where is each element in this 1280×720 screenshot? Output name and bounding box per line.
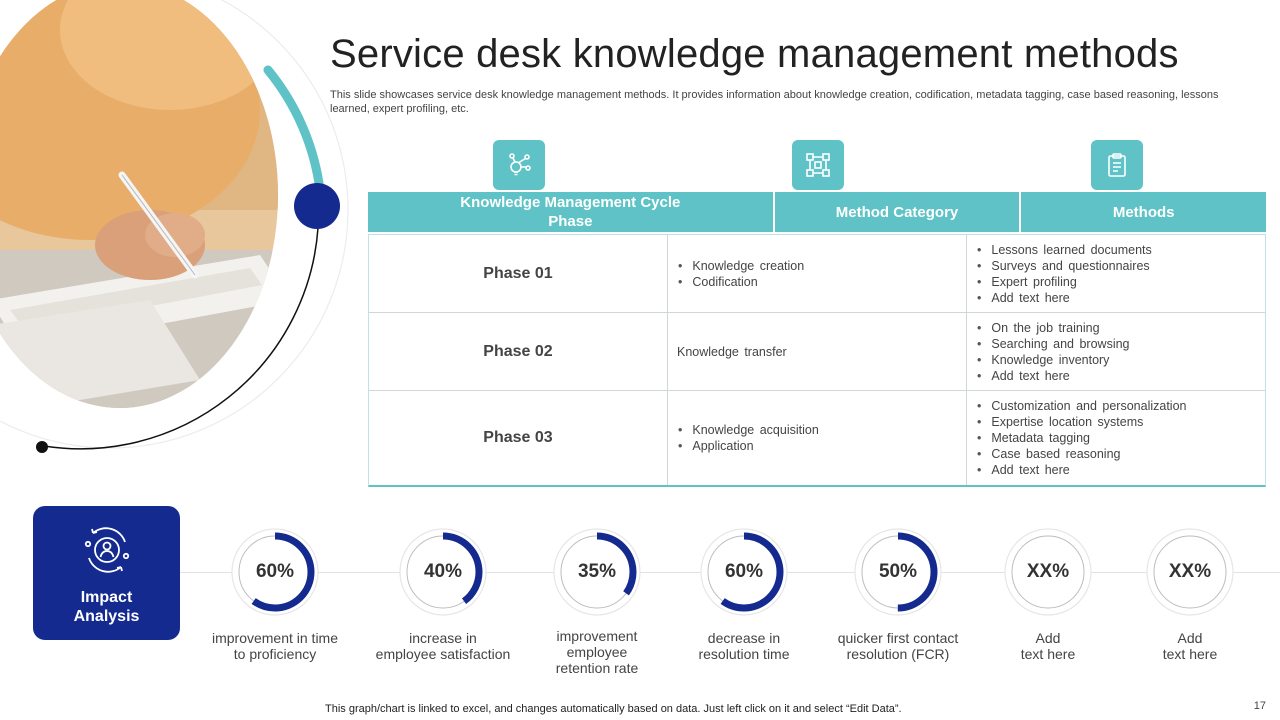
progress-ring: 60%: [700, 528, 788, 616]
metric-value: 40%: [423, 561, 463, 582]
list-item: Add text here: [977, 462, 1186, 478]
list-item: Knowledge inventory: [977, 352, 1130, 368]
category-cell: Knowledge creation Codification: [668, 235, 967, 312]
metric-value: 50%: [878, 561, 918, 582]
caption-line: to proficiency: [233, 646, 317, 662]
progress-ring: 60%: [231, 528, 319, 616]
metric-value: XX%: [1168, 561, 1212, 582]
list-item: Metadata tagging: [977, 430, 1186, 446]
caption-line: resolution time: [698, 646, 790, 662]
list-item: Add text here: [977, 368, 1130, 384]
clipboard-icon: [1091, 140, 1143, 190]
caption-line: employee: [566, 644, 628, 660]
footer-note: This graph/chart is linked to excel, and…: [325, 703, 902, 715]
caption-line: improvement in time: [211, 630, 339, 646]
list-item: Customization and personalization: [977, 398, 1186, 414]
category-cell: Knowledge acquisition Application: [668, 391, 967, 485]
caption-line: quicker first contact: [837, 630, 959, 646]
list-item: Expertise location systems: [977, 414, 1186, 430]
table-row: Phase 02 Knowledge transfer On the job t…: [369, 313, 1265, 391]
table-row: Phase 03 Knowledge acquisition Applicati…: [369, 391, 1265, 485]
caption-line: increase in: [409, 630, 477, 646]
header-cycle-phase: Knowledge Management Cycle Phase: [368, 192, 775, 232]
caption-line: text here: [1162, 646, 1218, 662]
lightbulb-network-icon: [493, 140, 545, 190]
category-cell: Knowledge transfer: [668, 313, 967, 390]
progress-ring: XX%: [1146, 528, 1234, 616]
methods-cell: On the job training Searching and browsi…: [967, 313, 1265, 390]
list-item: Lessons learned documents: [977, 242, 1151, 258]
table-header: Knowledge Management Cycle Phase Method …: [368, 192, 1266, 232]
list-item: Knowledge acquisition: [678, 422, 818, 438]
framework-icon: [792, 140, 844, 190]
page-subtitle: This slide showcases service desk knowle…: [330, 89, 1219, 115]
metric-value: 60%: [255, 561, 295, 582]
metric-value: XX%: [1026, 561, 1070, 582]
header-methods: Methods: [1112, 203, 1175, 221]
methods-cell: Lessons learned documents Surveys and qu…: [967, 235, 1265, 312]
progress-ring: 35%: [553, 528, 641, 616]
list-item: Case based reasoning: [977, 446, 1186, 462]
progress-arc: [235, 532, 315, 612]
metric-value: 60%: [724, 561, 764, 582]
list-item: Expert profiling: [977, 274, 1152, 290]
caption-line: Add: [1177, 630, 1203, 646]
progress-ring: XX%: [1004, 528, 1092, 616]
caption-line: improvement: [556, 628, 638, 644]
phase-cell: Phase 03: [369, 391, 668, 485]
caption-line: decrease in: [707, 630, 781, 646]
methods-table: Phase 01 Knowledge creation Codification…: [368, 234, 1266, 487]
caption-line: retention rate: [555, 660, 639, 676]
impact-analysis-box: Impact Analysis: [33, 506, 180, 640]
list-item: Knowledge creation: [678, 258, 804, 274]
decorative-arcs: [0, 0, 349, 453]
list-item: Searching and browsing: [977, 336, 1129, 352]
list-item: Application: [678, 438, 819, 454]
metric-value: 35%: [577, 561, 617, 582]
list-item: Surveys and questionnaires: [977, 258, 1152, 274]
caption-line: employee satisfaction: [375, 646, 511, 662]
impact-analysis-label: Impact Analysis: [73, 589, 140, 625]
progress-arc: [557, 532, 637, 612]
header-method-category: Method Category: [775, 192, 1022, 232]
page-number: 17: [1253, 700, 1266, 712]
caption-line: resolution (FCR): [846, 646, 950, 662]
caption-line: text here: [1020, 646, 1076, 662]
methods-cell: Customization and personalization Expert…: [967, 391, 1265, 485]
phase-cell: Phase 02: [369, 313, 668, 390]
progress-ring: 40%: [399, 528, 487, 616]
list-item: On the job training: [977, 320, 1130, 336]
phase-cell: Phase 01: [369, 235, 668, 312]
table-row: Phase 01 Knowledge creation Codification…: [369, 235, 1265, 313]
progress-ring: 50%: [854, 528, 942, 616]
page-title: Service desk knowledge management method…: [330, 32, 1179, 76]
writing-hand-photo: [0, 0, 278, 408]
progress-arc: [858, 532, 938, 612]
list-item: Codification: [678, 274, 804, 290]
category-text: Knowledge transfer: [677, 344, 787, 359]
person-gear-cycle-icon: [84, 527, 129, 573]
caption-line: Add: [1035, 630, 1061, 646]
progress-arc: [403, 532, 483, 612]
list-item: Add text here: [977, 290, 1152, 306]
progress-arc: [704, 532, 784, 612]
